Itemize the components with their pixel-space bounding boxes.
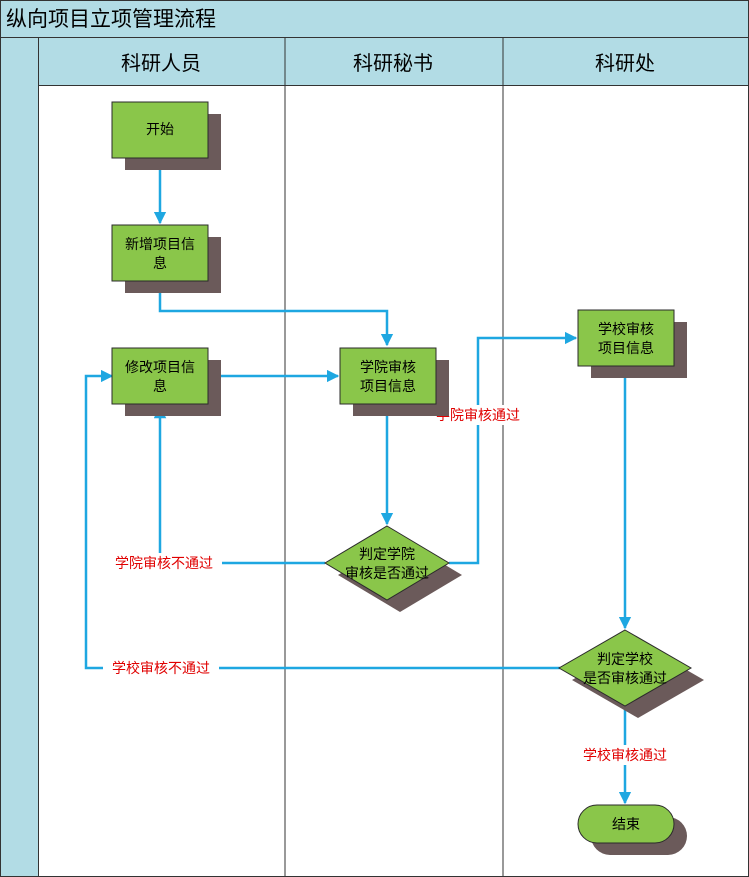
title-bar: [0, 0, 749, 38]
node-college-review: 学院审核 项目信息: [339, 347, 449, 416]
edge-label-bg: [103, 658, 219, 678]
lane-header-row: [38, 37, 749, 86]
node-label-line2: 项目信息: [598, 340, 654, 357]
node-new-project-info: 新增项目信 息: [111, 224, 221, 293]
node-label-line1: 新增项目信: [125, 237, 195, 253]
lane-label-researcher: 科研人员: [121, 51, 201, 75]
node-label-line1: 修改项目信: [125, 360, 195, 376]
node-label-line1: 学校审核: [598, 321, 654, 338]
node-box: [111, 224, 209, 282]
node-label: 开始: [146, 122, 174, 138]
node-label-line2: 息: [153, 255, 167, 272]
node-school-review: 学校审核 项目信息: [577, 309, 687, 378]
node-diamond: [324, 525, 450, 601]
edge-label-bg: [575, 745, 675, 765]
edge-label-school-pass: 学校审核通过: [583, 747, 667, 764]
node-end: 结束: [577, 804, 687, 855]
edge-label-bg: [428, 405, 528, 425]
node-modify-project-info: 修改项目信 息: [111, 347, 221, 416]
edge-school-fail: [84, 369, 560, 670]
edge-new-to-college-review: [158, 281, 394, 347]
diagram-title: 纵向项目立项管理流程: [6, 7, 216, 31]
node-label-line2: 项目信息: [360, 378, 416, 395]
edge-label-school-fail: 学校审核不通过: [112, 660, 210, 677]
node-box: [111, 101, 209, 159]
node-label-line1: 学院审核: [360, 360, 416, 376]
node-label-line1: 判定学校: [597, 651, 653, 668]
node-box: [577, 309, 675, 367]
left-pool-header: [0, 37, 39, 877]
lane-label-secretary: 科研秘书: [353, 51, 433, 75]
node-label: 结束: [612, 817, 640, 833]
node-box: [111, 347, 209, 405]
node-start: 开始: [111, 101, 221, 170]
edge-label-college-pass: 学院审核通过: [436, 408, 520, 424]
lane-label-research-office: 科研处: [595, 51, 655, 75]
edge-label-college-fail: 学院审核不通过: [115, 556, 213, 572]
node-diamond: [557, 629, 693, 707]
node-terminator: [577, 804, 675, 844]
node-college-judge: 判定学院 审核是否通过: [324, 525, 462, 612]
node-label-line2: 审核是否通过: [345, 566, 429, 582]
node-school-judge: 判定学校 是否审核通过: [557, 629, 704, 718]
edge-label-bg: [106, 553, 222, 573]
node-box: [339, 347, 437, 405]
node-label-line2: 息: [153, 378, 167, 395]
node-label-line2: 是否审核通过: [583, 671, 667, 687]
edge-college-pass: [449, 331, 578, 565]
node-label-line1: 判定学院: [359, 547, 415, 563]
